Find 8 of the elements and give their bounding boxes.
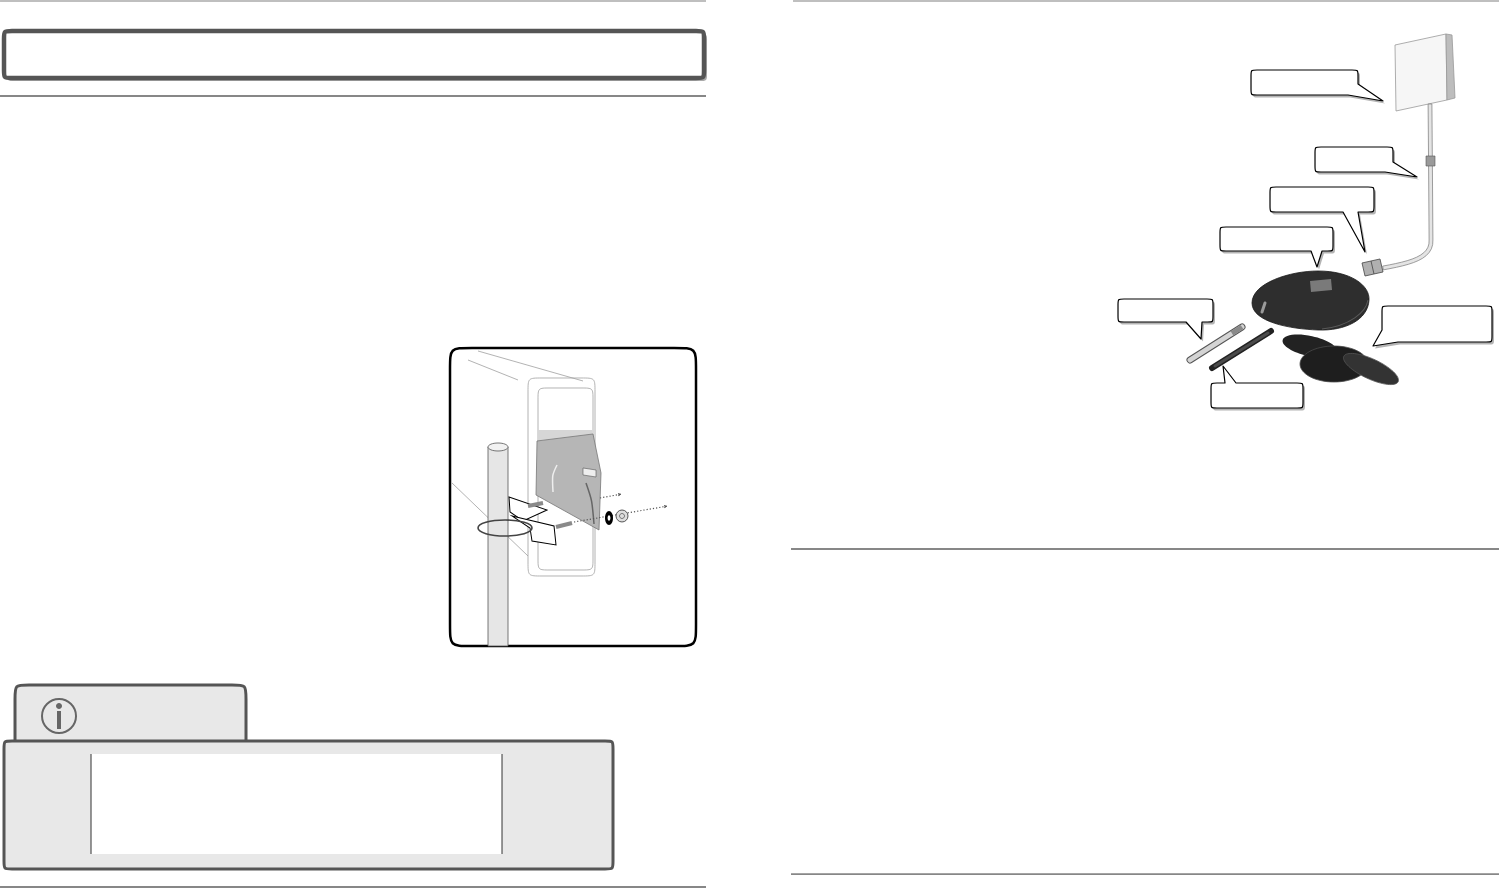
- callout-bubble: [1314, 146, 1419, 180]
- callout-bubble: [1372, 305, 1494, 349]
- text-area: [90, 753, 503, 855]
- callout-bubble: [1250, 69, 1385, 104]
- title-banner: [1, 28, 707, 81]
- callout-bubble: [1117, 298, 1215, 342]
- callout-bubble: [1210, 365, 1305, 411]
- callout-bubble: [1219, 226, 1335, 270]
